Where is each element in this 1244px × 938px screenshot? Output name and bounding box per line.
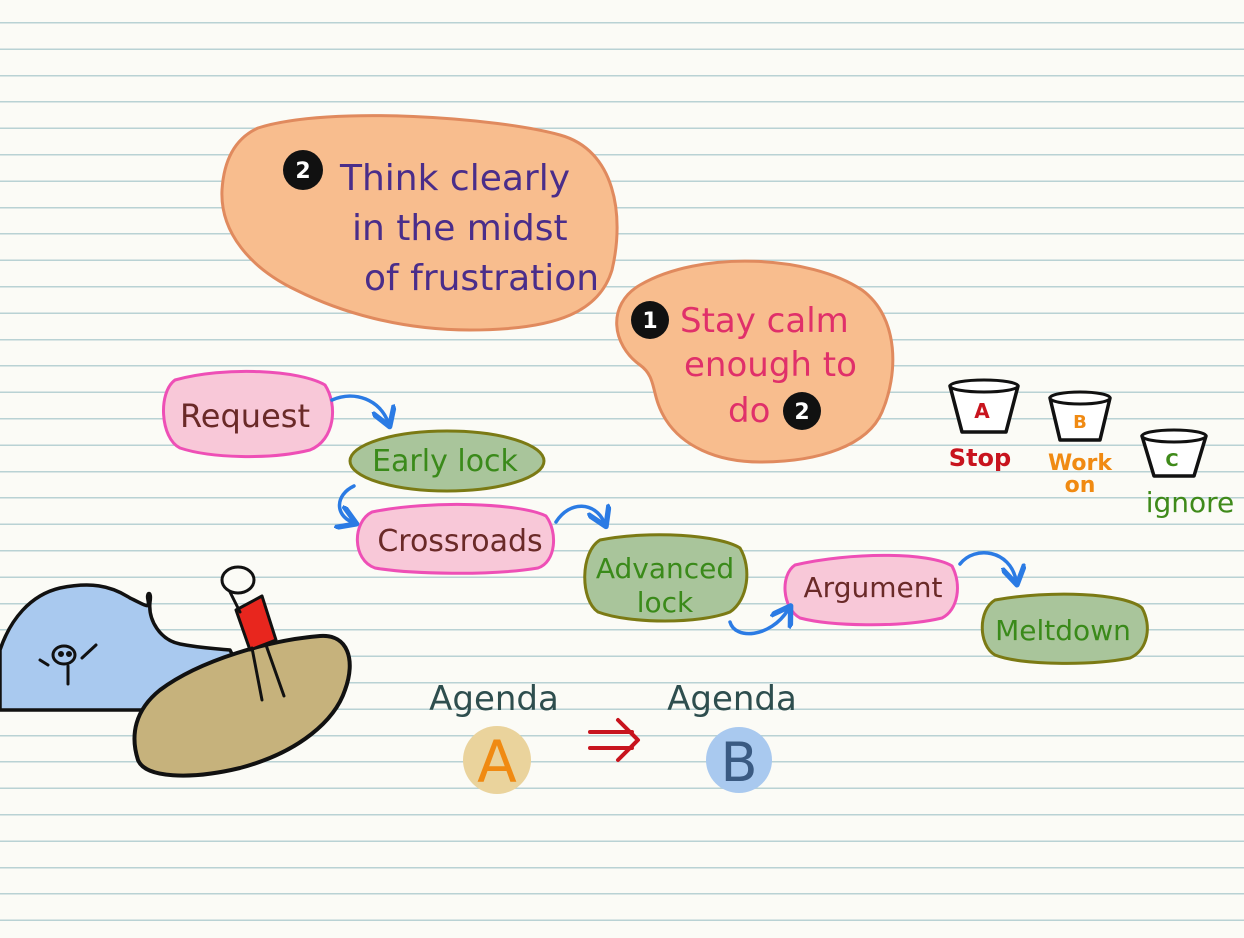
crossroads-label: Crossroads (377, 524, 542, 559)
bucket-rim (948, 378, 1020, 394)
bucket-c: C ignore (1140, 428, 1235, 519)
agenda-arrow (588, 718, 640, 762)
calm-line-1: Stay calm (680, 301, 849, 341)
meltdown-node-shape (980, 592, 1149, 665)
arrow-argument-to-meltdown (958, 551, 1016, 580)
bucket-label: ignore (1146, 486, 1235, 519)
crossroads-node-shape (355, 502, 556, 575)
calm-bubble: 1 Stay calm enough to do 2 (615, 259, 895, 464)
island (132, 633, 352, 778)
agenda-a: Agenda A (429, 679, 559, 796)
flow-node-crossroads: Crossroads (355, 502, 556, 575)
flow-node-early-lock: Early lock (348, 429, 546, 493)
bucket-label-line-2: on (1065, 473, 1096, 498)
arrow-advanced-lock-to-argument (728, 610, 788, 636)
agenda-b: Agenda B (667, 679, 797, 794)
bucket-a: A Stop (948, 378, 1020, 472)
advanced-lock-shape (583, 533, 749, 623)
number-badge (783, 392, 821, 430)
argument-label: Argument (804, 571, 943, 604)
bucket-b: B Work on (1048, 390, 1113, 498)
standing-person-icon (220, 565, 286, 702)
think-bubble: 2 Think clearly in the midst of frustrat… (220, 114, 619, 332)
flow-node-advanced-lock: Advanced lock (583, 533, 749, 623)
flow-node-request: Request (162, 369, 335, 459)
calm-bubble-shape (615, 259, 895, 464)
think-line-3: of frustration (364, 258, 599, 299)
swimmer-icon (38, 643, 98, 686)
number-badge (631, 301, 669, 339)
advanced-lock-line-1: Advanced (596, 552, 734, 585)
arrow-early-lock-to-crossroads (339, 484, 354, 522)
think-line-2: in the midst (352, 208, 568, 249)
bucket-label-line-1: Work (1048, 451, 1113, 476)
calm-line-3: do (728, 391, 770, 431)
bucket-rim (1048, 390, 1112, 406)
agenda-b-title: Agenda (667, 679, 797, 719)
agenda-b-circle (706, 727, 772, 793)
think-line-1: Think clearly (339, 158, 570, 199)
meltdown-label: Meltdown (995, 614, 1131, 647)
bucket-letter: B (1073, 412, 1087, 433)
agenda-a-title: Agenda (429, 679, 559, 719)
request-node-shape (162, 369, 335, 459)
arrow-request-to-early-lock (330, 394, 388, 422)
double-arrow-icon (588, 718, 640, 762)
early-lock-shape (348, 429, 546, 493)
flow-node-argument: Argument (783, 553, 959, 627)
agenda-a-circle (463, 726, 531, 794)
flow-arrows (330, 394, 1016, 636)
agenda-a-letter: A (477, 728, 517, 796)
advanced-lock-line-2: lock (637, 586, 694, 619)
calm-line-2: enough to (684, 345, 857, 385)
request-label: Request (180, 397, 310, 435)
wave-island-illustration (0, 565, 352, 778)
early-lock-label: Early lock (372, 444, 518, 479)
number-badge-text: 2 (295, 159, 310, 184)
flow-node-meltdown: Meltdown (980, 592, 1149, 665)
bucket-label: Stop (949, 444, 1011, 472)
agenda-b-letter: B (720, 731, 757, 794)
number-badge (283, 150, 323, 190)
bucket-letter: C (1165, 450, 1178, 471)
number-badge-text: 1 (642, 309, 657, 334)
bucket-rim (1140, 428, 1208, 444)
number-badge-text: 2 (794, 400, 809, 425)
bucket-letter: A (974, 399, 990, 423)
arrow-crossroads-to-advanced-lock (554, 506, 604, 522)
